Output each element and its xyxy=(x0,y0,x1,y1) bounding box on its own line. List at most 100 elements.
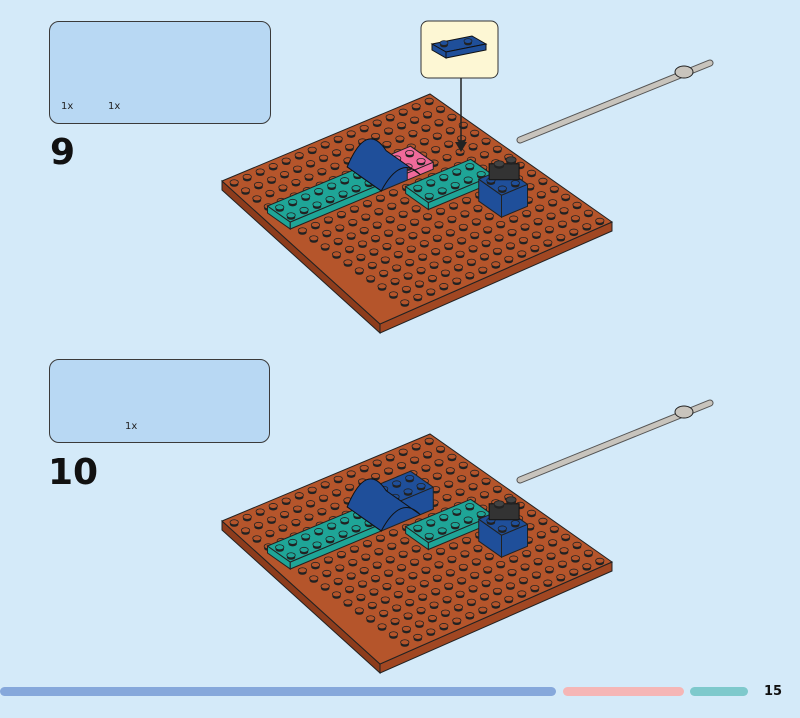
stud xyxy=(409,456,420,463)
stud xyxy=(292,165,303,172)
stud xyxy=(530,244,540,251)
stud xyxy=(422,553,433,560)
stud xyxy=(395,135,405,142)
stud xyxy=(432,234,442,241)
stud xyxy=(522,550,532,556)
curved-slope xyxy=(346,138,421,192)
stud xyxy=(424,532,434,539)
stud xyxy=(369,248,379,255)
stud xyxy=(344,143,355,150)
stud xyxy=(518,576,529,583)
stud xyxy=(333,577,343,584)
stud xyxy=(439,40,449,46)
stud xyxy=(421,124,431,131)
stud xyxy=(437,527,447,534)
stud xyxy=(450,521,460,528)
stud xyxy=(505,242,516,249)
stud xyxy=(400,537,410,544)
stud xyxy=(299,206,309,213)
stud xyxy=(403,488,413,495)
stud xyxy=(286,552,296,559)
stud xyxy=(307,146,317,153)
stud xyxy=(457,237,467,244)
stud xyxy=(432,574,442,581)
bar-ring xyxy=(674,405,694,419)
stud xyxy=(421,226,431,233)
stud xyxy=(458,563,468,570)
stud xyxy=(448,202,459,209)
stud xyxy=(448,542,459,549)
stud xyxy=(463,516,473,523)
stud xyxy=(471,558,481,565)
stud xyxy=(452,617,462,624)
stud xyxy=(526,509,537,516)
stud xyxy=(349,545,360,552)
stud xyxy=(444,242,454,249)
stud xyxy=(431,146,441,152)
stud xyxy=(582,223,592,230)
stud xyxy=(452,508,462,515)
stud xyxy=(557,560,568,567)
stud xyxy=(497,185,507,192)
step-9-parts-box: 1x 1x xyxy=(49,21,271,124)
stud xyxy=(434,221,444,228)
stud xyxy=(479,491,490,498)
stud xyxy=(548,199,558,206)
stud xyxy=(491,261,501,268)
stud xyxy=(372,561,382,568)
stud xyxy=(377,283,387,290)
stud xyxy=(317,508,327,515)
progress-bar-blue xyxy=(0,687,556,696)
stud xyxy=(357,580,368,587)
stud xyxy=(531,571,542,578)
stud xyxy=(331,149,342,156)
stud xyxy=(359,124,369,131)
stud xyxy=(408,572,418,579)
stud xyxy=(546,212,556,219)
stud xyxy=(434,119,444,126)
stud xyxy=(533,558,543,564)
stud xyxy=(279,511,290,517)
stud xyxy=(331,489,342,496)
stud xyxy=(351,185,361,192)
stud xyxy=(387,202,397,209)
stud xyxy=(479,593,490,600)
stud xyxy=(375,194,386,201)
stud xyxy=(400,299,410,306)
stud xyxy=(336,551,347,557)
stud xyxy=(392,264,402,271)
stud xyxy=(419,580,429,587)
stud xyxy=(344,585,355,592)
stud xyxy=(304,173,314,180)
stud xyxy=(362,540,373,547)
stud xyxy=(522,210,532,216)
stud xyxy=(346,572,356,579)
stud xyxy=(382,583,392,589)
stud xyxy=(288,538,298,545)
stud xyxy=(268,503,278,509)
stud xyxy=(468,245,478,252)
stud xyxy=(435,547,446,554)
stud xyxy=(266,516,277,523)
stud xyxy=(455,590,465,597)
stud xyxy=(445,229,455,236)
stud xyxy=(325,536,335,542)
stud xyxy=(286,212,296,219)
stud xyxy=(401,285,412,292)
stud xyxy=(468,143,478,150)
stud xyxy=(374,548,384,555)
stud xyxy=(291,179,301,185)
stud xyxy=(281,157,291,164)
stud xyxy=(520,563,530,570)
stud xyxy=(582,563,592,570)
stud xyxy=(408,130,418,136)
stud xyxy=(320,583,330,590)
stud xyxy=(444,582,454,589)
stud xyxy=(253,521,264,528)
stud xyxy=(460,550,470,557)
stud xyxy=(393,251,403,257)
stud xyxy=(312,201,322,208)
stud xyxy=(411,443,421,450)
stud xyxy=(344,245,355,252)
stud xyxy=(442,154,452,160)
